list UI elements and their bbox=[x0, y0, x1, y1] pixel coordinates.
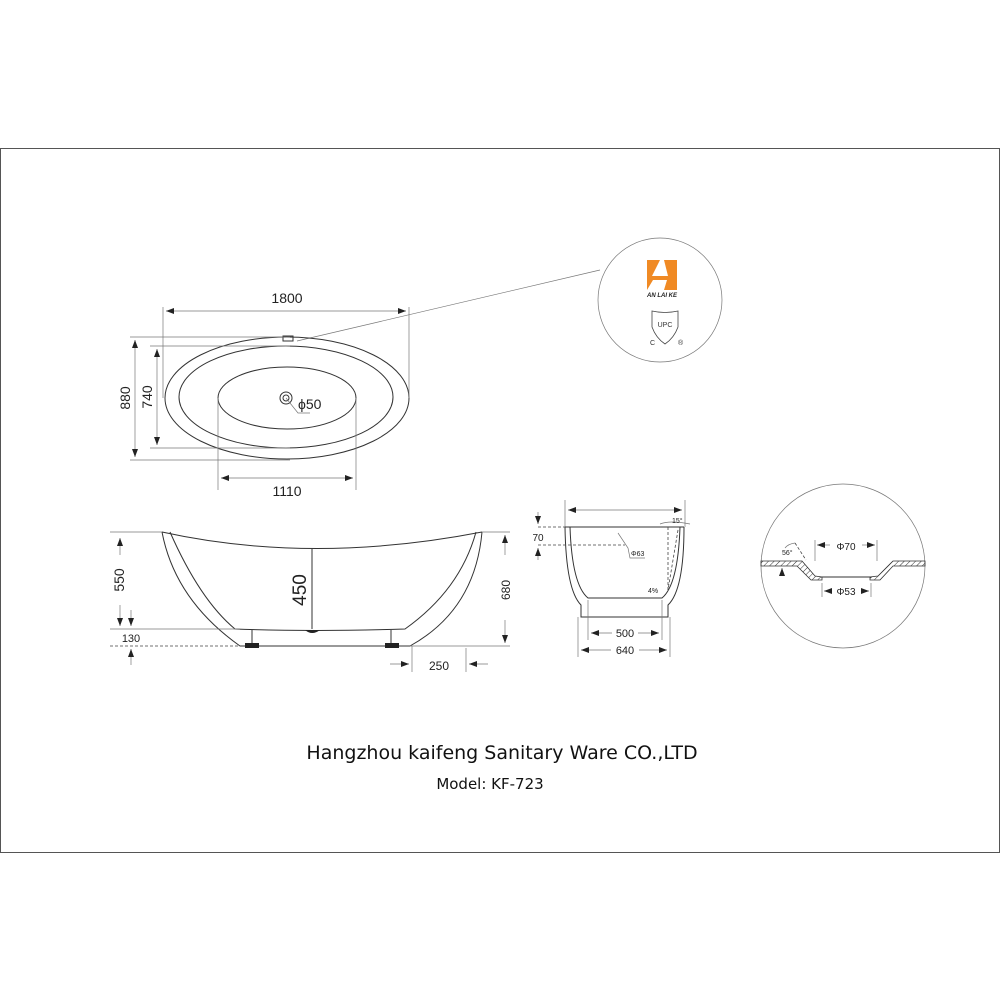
top-diameter-dim: Φ70 bbox=[836, 542, 856, 553]
width-outer-dim: 880 bbox=[117, 386, 133, 410]
wall-angle-label: 15° bbox=[672, 517, 683, 525]
bottom-diameter-dim: Φ53 bbox=[836, 587, 856, 598]
svg-text:®: ® bbox=[678, 339, 684, 347]
bottom-outer-dim: 640 bbox=[616, 645, 634, 657]
side-view: 550 130 450 680 250 bbox=[110, 531, 513, 673]
brand-logo-icon: AN LAI KE bbox=[646, 260, 678, 299]
brand-text: AN LAI KE bbox=[646, 293, 678, 299]
width-inner-dim: 740 bbox=[139, 385, 155, 409]
top-view: ϕ50 1800 880 740 1110 bbox=[117, 290, 410, 499]
drain-detail: Φ70 Φ53 56° bbox=[760, 483, 926, 649]
overflow-diameter-label: Φ63 bbox=[631, 551, 644, 558]
overflow-offset-dim: 70 bbox=[532, 533, 544, 544]
base-height-dim: 130 bbox=[122, 633, 140, 645]
rim-height-dim: 550 bbox=[111, 568, 127, 592]
total-height-dim: 680 bbox=[499, 580, 513, 600]
length-dim: 1800 bbox=[271, 290, 302, 306]
drain-diameter-label: ϕ50 bbox=[298, 396, 322, 412]
section-view: 70 Φ63 15° 4% 500 640 bbox=[532, 500, 691, 657]
foot-offset-dim: 250 bbox=[429, 659, 449, 673]
foot-icon bbox=[245, 630, 259, 648]
svg-text:UPC: UPC bbox=[658, 322, 673, 329]
inner-length-dim: 1110 bbox=[272, 483, 301, 499]
drain-icon bbox=[279, 391, 310, 414]
bottom-inner-dim: 500 bbox=[616, 628, 634, 640]
company-name: Hangzhou kaifeng Sanitary Ware CO.,LTD bbox=[306, 742, 697, 764]
drain-angle-label: 56° bbox=[782, 549, 793, 557]
upc-certification-icon: UPC C ® bbox=[650, 310, 684, 347]
slope-label: 4% bbox=[648, 588, 658, 595]
leader-line bbox=[296, 269, 601, 342]
inner-depth-dim: 450 bbox=[290, 574, 311, 606]
logo-detail: AN LAI KE UPC C ® bbox=[296, 237, 723, 363]
svg-text:C: C bbox=[650, 340, 655, 347]
foot-icon bbox=[385, 630, 399, 648]
model-number: Model: KF-723 bbox=[436, 775, 543, 793]
